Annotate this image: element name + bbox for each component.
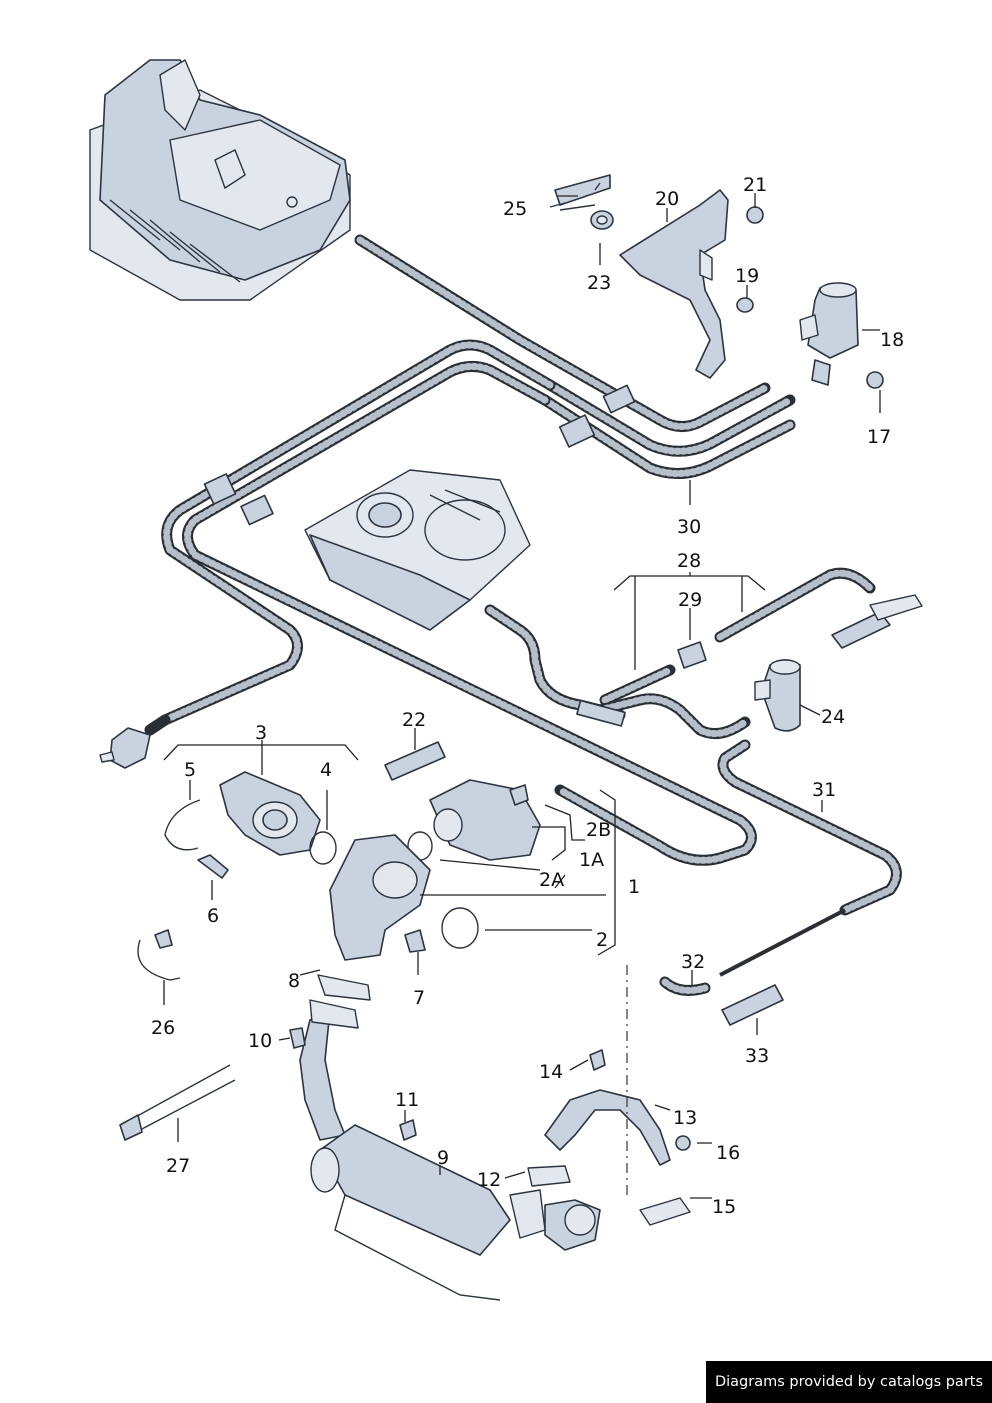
label-27: 27 bbox=[166, 1155, 190, 1177]
egr-cooler-9 bbox=[299, 999, 601, 1301]
label-28: 28 bbox=[677, 550, 701, 572]
label-30: 30 bbox=[677, 516, 701, 538]
bracket-20 bbox=[619, 189, 729, 379]
label-24: 24 bbox=[821, 706, 845, 728]
clip-25 bbox=[554, 174, 611, 206]
air-filter-housing bbox=[89, 59, 351, 301]
label-12: 12 bbox=[477, 1169, 501, 1191]
label-9: 9 bbox=[437, 1147, 449, 1169]
label-7: 7 bbox=[413, 987, 425, 1009]
filter-left bbox=[99, 714, 171, 769]
engine-cover bbox=[304, 469, 531, 631]
grommet-19 bbox=[736, 297, 754, 313]
sleeve-22 bbox=[384, 741, 446, 781]
cable-tie-27 bbox=[119, 1064, 236, 1141]
label-25: 25 bbox=[503, 198, 527, 220]
pipe-13 bbox=[544, 1089, 671, 1166]
grommet-23 bbox=[590, 210, 614, 230]
bolt-11 bbox=[399, 1119, 417, 1141]
bolt-14 bbox=[589, 1049, 606, 1071]
label-1: 1 bbox=[628, 876, 640, 898]
label-33: 33 bbox=[745, 1045, 769, 1067]
gasket-8 bbox=[317, 974, 371, 1001]
label-3: 3 bbox=[255, 722, 267, 744]
seal-wire-5 bbox=[164, 799, 201, 851]
throttle-body-3 bbox=[219, 771, 321, 856]
nut-16 bbox=[675, 1135, 691, 1151]
sleeve-33 bbox=[721, 984, 784, 1026]
label-29: 29 bbox=[678, 589, 702, 611]
vacuum-hose-bundle bbox=[159, 234, 796, 866]
label-15: 15 bbox=[712, 1196, 736, 1218]
label-1a: 1A bbox=[579, 849, 604, 871]
label-8: 8 bbox=[288, 970, 300, 992]
leader-lines bbox=[163, 193, 881, 1199]
label-5: 5 bbox=[184, 759, 196, 781]
label-11: 11 bbox=[395, 1089, 419, 1111]
label-18: 18 bbox=[880, 329, 904, 351]
pressure-converter-24 bbox=[754, 659, 801, 732]
label-13: 13 bbox=[673, 1107, 697, 1129]
label-2: 2 bbox=[596, 929, 608, 951]
label-31: 31 bbox=[812, 779, 836, 801]
label-19: 19 bbox=[735, 265, 759, 287]
label-23: 23 bbox=[587, 272, 611, 294]
o-ring-2 bbox=[441, 907, 479, 949]
label-14: 14 bbox=[539, 1061, 563, 1083]
label-6: 6 bbox=[207, 905, 219, 927]
label-17: 17 bbox=[867, 426, 891, 448]
label-4: 4 bbox=[320, 759, 332, 781]
bolt-10 bbox=[289, 1027, 306, 1049]
flange-intake bbox=[329, 834, 431, 961]
bolt-7 bbox=[404, 929, 426, 953]
o-ring-4 bbox=[309, 831, 337, 865]
long-pipe-31 bbox=[717, 739, 902, 977]
hose-32 bbox=[659, 976, 711, 996]
callout-labels: 1 1A 2 2A 2B 3 4 5 6 7 8 9 10 11 12 13 1… bbox=[151, 174, 904, 1218]
nut-17 bbox=[866, 371, 884, 389]
egr-valve-2 bbox=[429, 779, 541, 861]
label-22: 22 bbox=[402, 709, 426, 731]
label-2a: 2A bbox=[539, 869, 564, 891]
credit-banner: Diagrams provided by catalogs parts bbox=[706, 1361, 992, 1403]
label-21: 21 bbox=[743, 174, 767, 196]
label-16: 16 bbox=[716, 1142, 740, 1164]
label-20: 20 bbox=[655, 188, 679, 210]
nut-21 bbox=[746, 206, 764, 224]
label-26: 26 bbox=[151, 1017, 175, 1039]
gasket-12 bbox=[527, 1165, 571, 1187]
hose-group-28 bbox=[576, 567, 923, 740]
solenoid-valve-18 bbox=[799, 282, 859, 386]
clamp-26 bbox=[137, 929, 181, 981]
label-32: 32 bbox=[681, 951, 705, 973]
label-10: 10 bbox=[248, 1030, 272, 1052]
label-2b: 2B bbox=[586, 819, 611, 841]
bolt-6 bbox=[197, 854, 229, 879]
gasket-15 bbox=[639, 1197, 691, 1226]
